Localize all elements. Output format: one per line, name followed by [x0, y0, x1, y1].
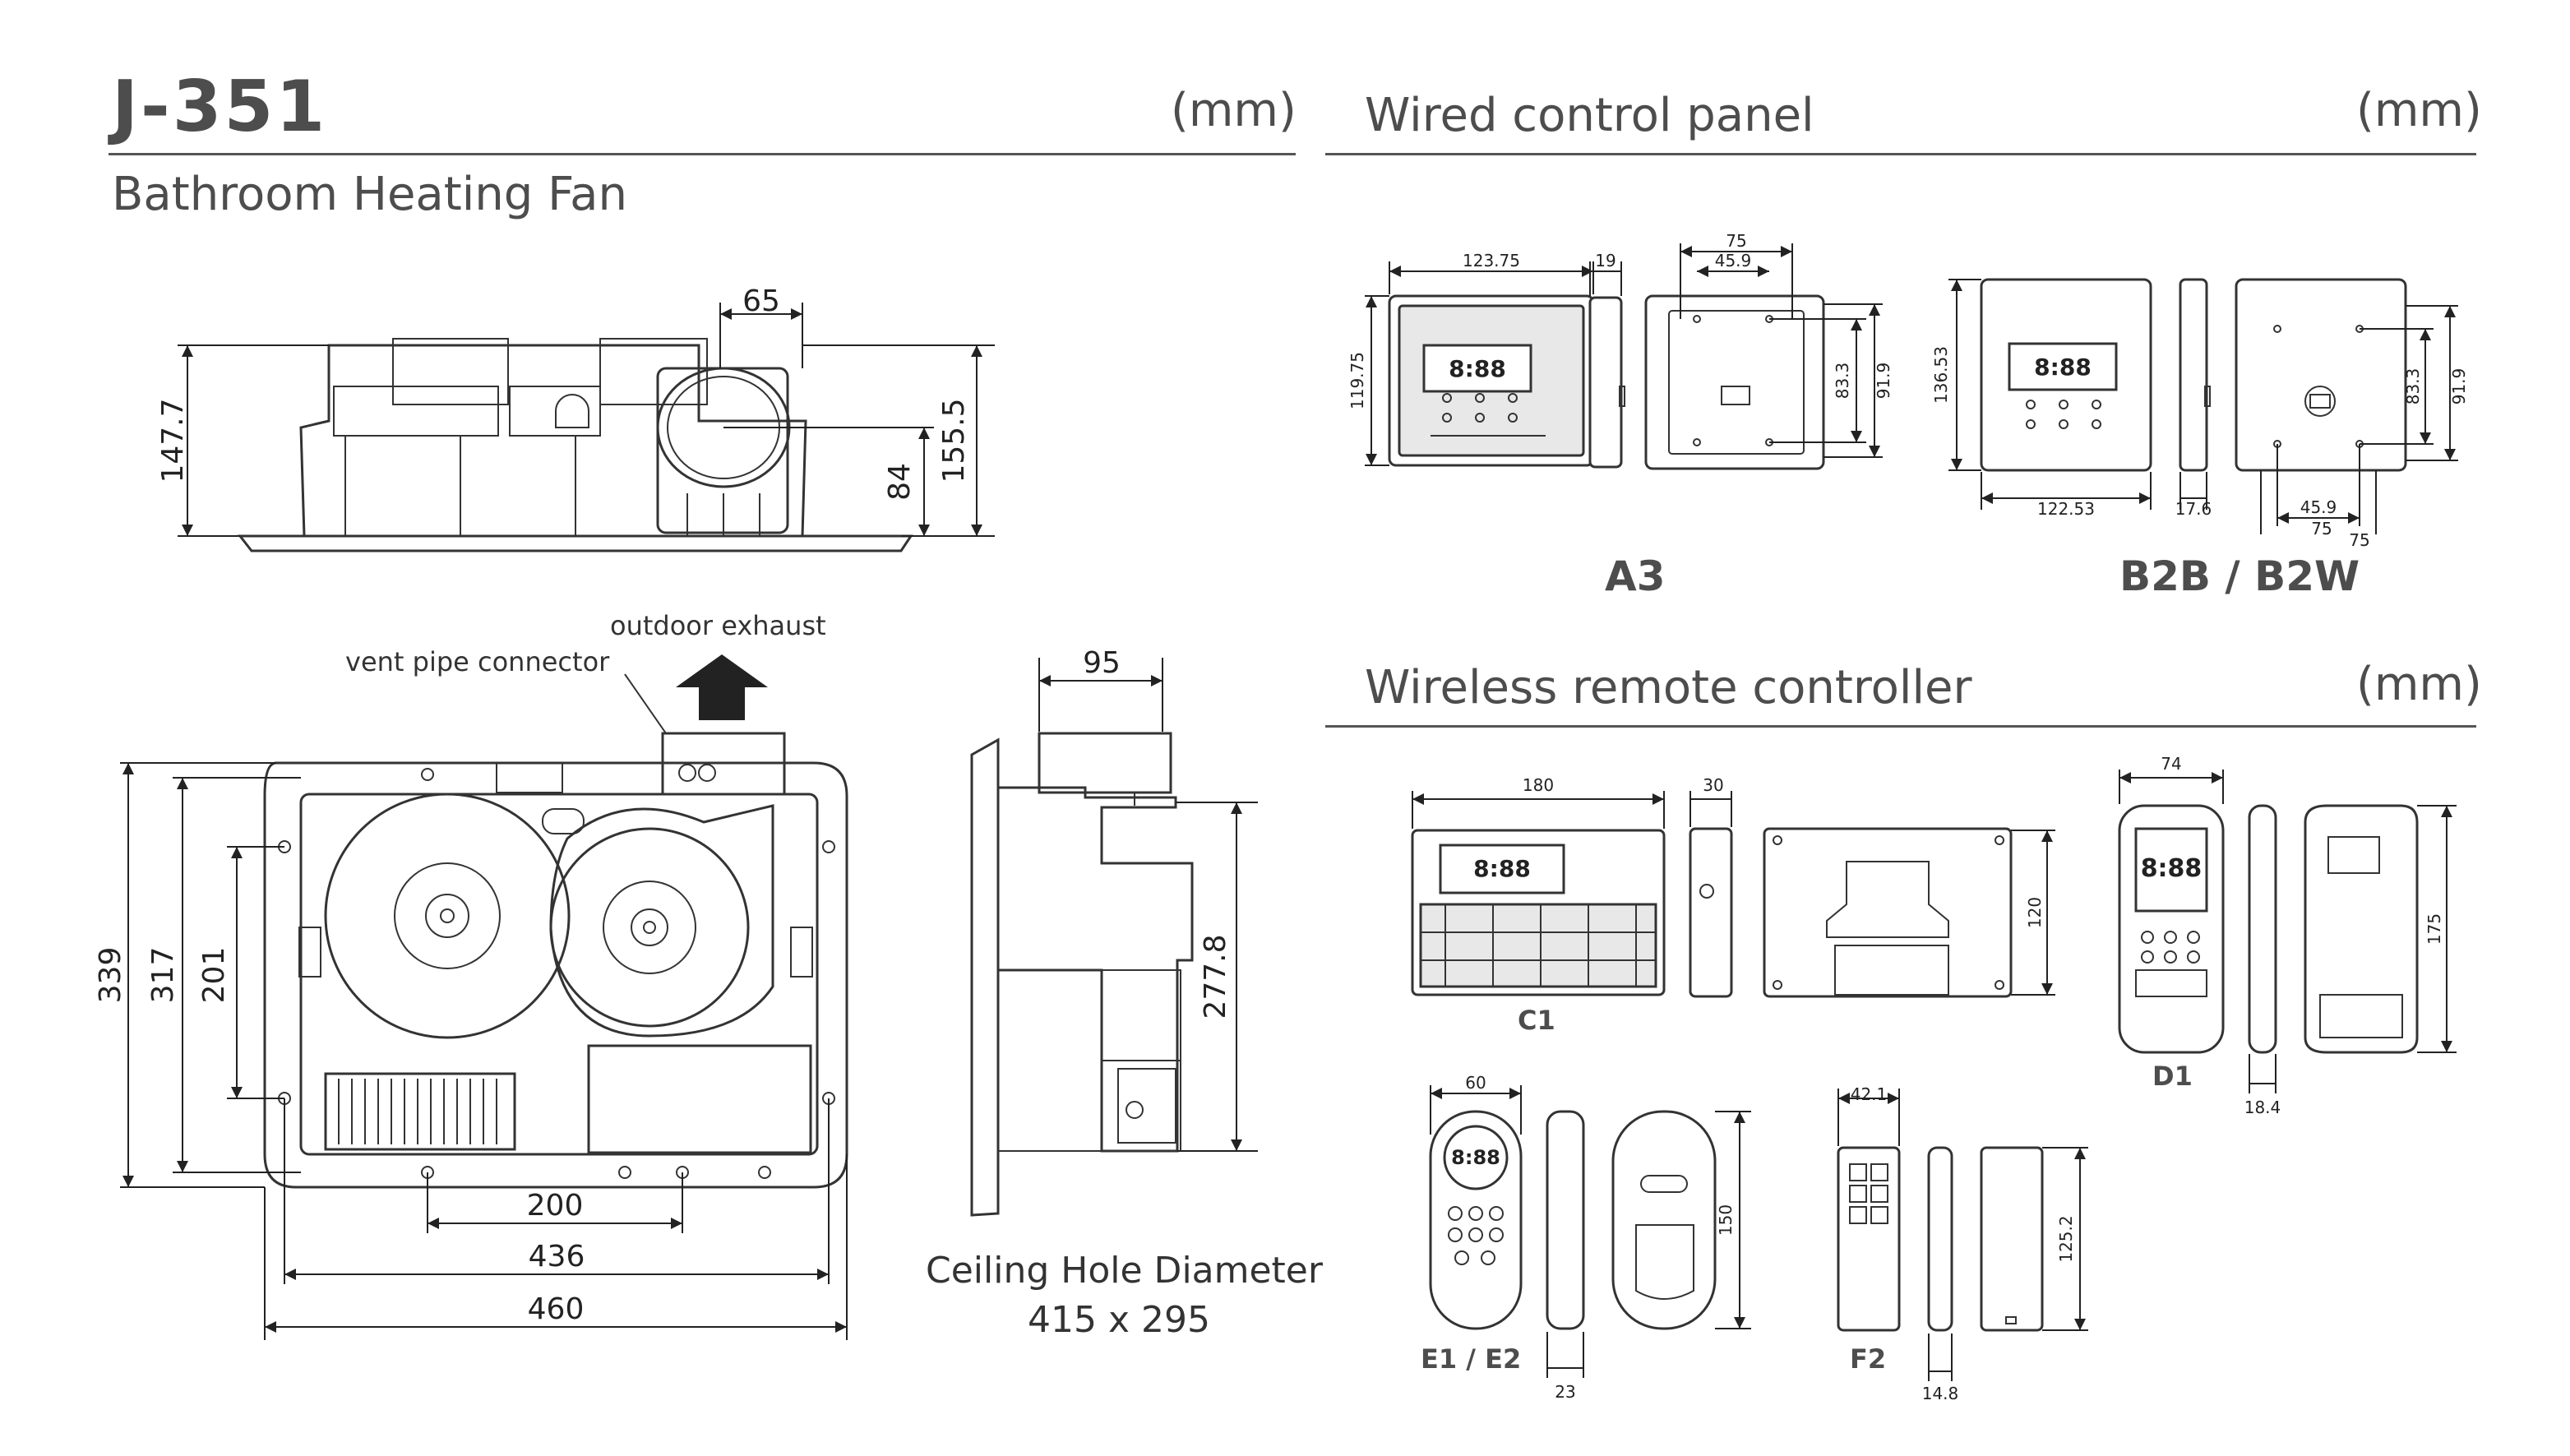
a3-model-label: A3 [1605, 552, 1666, 600]
wireless-divider [1325, 725, 2476, 728]
f2-dim-h: 125.2 [2056, 1215, 2076, 1262]
d1-dim-h: 175 [2424, 913, 2444, 945]
ceiling-hole-value: 415 x 295 [1028, 1299, 1210, 1341]
d1-side-view [2248, 804, 2277, 1054]
dimension-labels: 65 147.7 84 155.5 339 317 201 200 436 46… [94, 231, 2469, 1403]
c1-dim-w: 180 [1523, 775, 1554, 795]
a3-dim-h: 119.75 [1347, 352, 1367, 409]
f2-model-label: F2 [1850, 1343, 1887, 1375]
wireless-title: Wireless remote controller [1365, 661, 1972, 714]
ceiling-hole-title: Ceiling Hole Diameter [926, 1250, 1323, 1292]
front-view-dimensions [120, 762, 848, 1340]
dim-side-277: 277.8 [1199, 934, 1232, 1019]
a3-dim-bh1: 83.3 [1833, 363, 1852, 400]
b2-dim-w: 122.53 [2037, 499, 2095, 519]
f2-dimensions [1837, 1089, 2088, 1381]
dim-top-height-mid: 84 [883, 463, 917, 501]
d1-model-label: D1 [2152, 1061, 2193, 1092]
model-code: J-351 [112, 66, 328, 148]
e-front-view [1429, 1110, 1523, 1330]
b2-back-view [2235, 278, 2407, 472]
dim-front-339: 339 [94, 947, 127, 1004]
a3-dimensions [1365, 243, 1883, 466]
side-view-dimensions [1038, 658, 1258, 1152]
b2-model-label: B2B / B2W [2119, 552, 2360, 600]
a3-front-view [1388, 294, 1595, 467]
e-back-view [1611, 1110, 1717, 1330]
d1-screen-digits: 8:88 [2141, 854, 2203, 883]
e-dim-d: 23 [1555, 1382, 1575, 1402]
dim-front-201: 201 [197, 947, 231, 1004]
left-unit: (mm) [1171, 84, 1297, 137]
b2-dim-d: 17.6 [2175, 499, 2212, 519]
d1-dimensions [2119, 770, 2457, 1093]
up-arrow-icon [676, 654, 768, 720]
e-model-label: E1 / E2 [1421, 1343, 1522, 1375]
f2-dim-d: 14.8 [1922, 1384, 1959, 1403]
c1-front-view [1411, 829, 1666, 996]
d1-dim-w: 74 [2161, 754, 2181, 774]
f2-dim-w: 42.1 [1851, 1084, 1888, 1104]
c1-dim-h: 120 [2025, 897, 2045, 928]
side-view-drawing [970, 732, 1194, 1217]
b2-dim-bh1: 83.3 [2403, 368, 2423, 405]
b2-dim-bw2: 45.9 [2300, 497, 2337, 517]
e-screen-digits: 8:88 [1451, 1146, 1500, 1169]
top-view-dimensions [178, 303, 995, 537]
wireless-unit: (mm) [2356, 658, 2482, 711]
front-view-drawing [261, 654, 848, 1190]
c1-back-view [1763, 827, 2013, 998]
e-dim-h: 150 [1716, 1204, 1736, 1236]
c1-dimensions [1412, 791, 2055, 996]
d1-back-view [2304, 804, 2419, 1054]
dim-front-436: 436 [529, 1240, 585, 1273]
b2-dim-bw-b: 75 [2349, 530, 2369, 550]
b2-dim-bw: 75 [2311, 519, 2332, 538]
b2-front-view [1980, 278, 2152, 472]
a3-screen-digits: 8:88 [1449, 355, 1506, 382]
b2-screen-digits: 8:88 [2034, 354, 2092, 381]
a3-back-view [1644, 294, 1825, 470]
dim-side-95: 95 [1083, 646, 1121, 680]
outdoor-exhaust-label: outdoor exhaust [610, 610, 826, 641]
b2-dimensions [1948, 279, 2458, 534]
c1-side-view [1689, 827, 1733, 998]
left-divider [109, 153, 1296, 155]
wired-title: Wired control panel [1365, 89, 1814, 142]
f2-back-view [1980, 1146, 2044, 1332]
e-dim-w: 60 [1465, 1073, 1486, 1093]
wired-divider [1325, 153, 2476, 155]
a3-dim-w: 123.75 [1463, 251, 1520, 270]
dim-front-460: 460 [528, 1292, 585, 1326]
b2-dim-h: 136.53 [1931, 346, 1951, 404]
dim-top-height-left: 147.7 [156, 398, 190, 483]
d1-front-view [2118, 804, 2225, 1054]
c1-screen-digits: 8:88 [1473, 855, 1531, 882]
c1-dim-d: 30 [1703, 775, 1723, 795]
top-view-drawing [237, 338, 913, 552]
b2-side-view [2179, 278, 2211, 472]
dim-front-200: 200 [527, 1189, 584, 1223]
wired-unit: (mm) [2356, 84, 2482, 137]
a3-side-view [1588, 296, 1625, 469]
b2-dim-bh2: 91.9 [2449, 368, 2469, 405]
dim-top-height-right: 155.5 [937, 398, 971, 483]
e-dimensions [1430, 1085, 1751, 1378]
a3-dim-bw2: 45.9 [1715, 251, 1752, 270]
a3-dim-d: 19 [1595, 251, 1615, 270]
f2-front-view [1837, 1146, 1901, 1332]
f2-side-view [1927, 1146, 1953, 1332]
a3-dim-bh2: 91.9 [1874, 363, 1893, 400]
e-side-view [1546, 1110, 1585, 1330]
c1-model-label: C1 [1518, 1005, 1555, 1036]
dim-front-317: 317 [146, 947, 180, 1004]
product-name: Bathroom Heating Fan [112, 168, 627, 221]
d1-dim-d: 18.4 [2244, 1098, 2281, 1117]
dim-top-width: 65 [742, 284, 780, 318]
a3-dim-bw: 75 [1726, 231, 1746, 251]
vent-pipe-connector-label: vent pipe connector [345, 646, 610, 677]
